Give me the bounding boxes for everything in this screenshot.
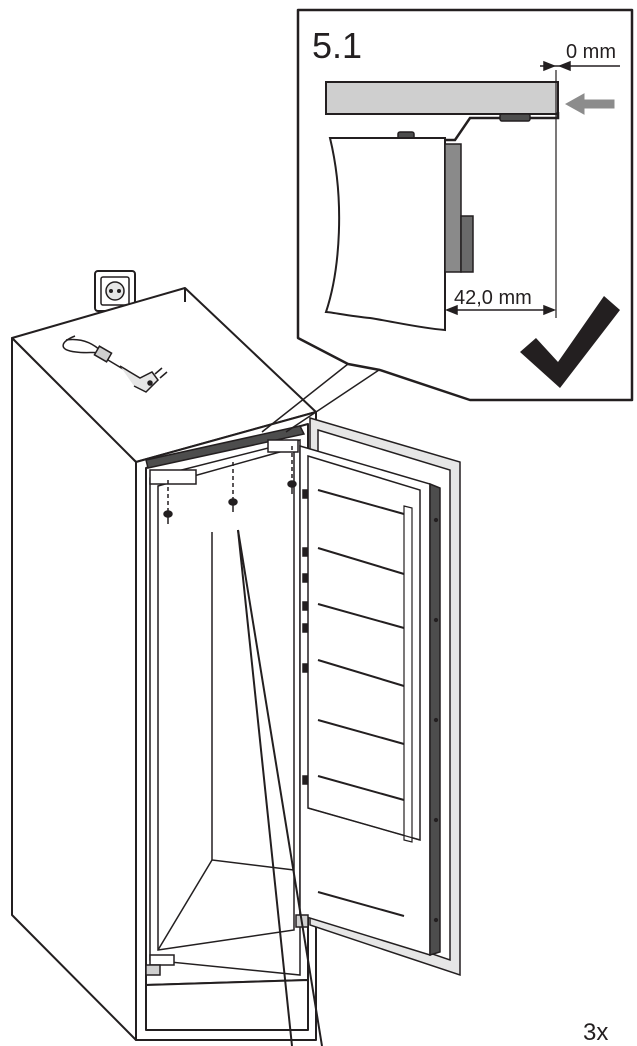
screw-icon: [163, 510, 173, 524]
power-plug-icon: [62, 335, 168, 393]
step-label: 5.1: [312, 25, 362, 66]
cabinet-side-section: [324, 137, 446, 332]
appliance-body: [145, 425, 306, 976]
mounting-screws: [163, 446, 297, 524]
quantity-label: 3x: [583, 1019, 608, 1046]
detail-callout-lines: [261, 363, 383, 433]
worktop-panel: [325, 81, 559, 115]
gap-label: 0 mm: [566, 41, 616, 63]
appliance-door: [295, 416, 461, 977]
screw-icon: [287, 480, 297, 494]
depth-dimension: [444, 304, 557, 316]
depth-label: 42,0 mm: [454, 287, 532, 309]
screw-icon: [228, 498, 238, 512]
screw-leader-lines: [237, 529, 323, 1046]
wall-socket-icon: [94, 270, 136, 312]
detail-inset: 42,0 mm 0 mm 5.1: [296, 8, 634, 402]
appliance-side: [444, 143, 462, 273]
checkmark-icon: [520, 296, 620, 388]
push-arrow-icon: [564, 93, 615, 115]
gap-dimension: [540, 60, 620, 72]
